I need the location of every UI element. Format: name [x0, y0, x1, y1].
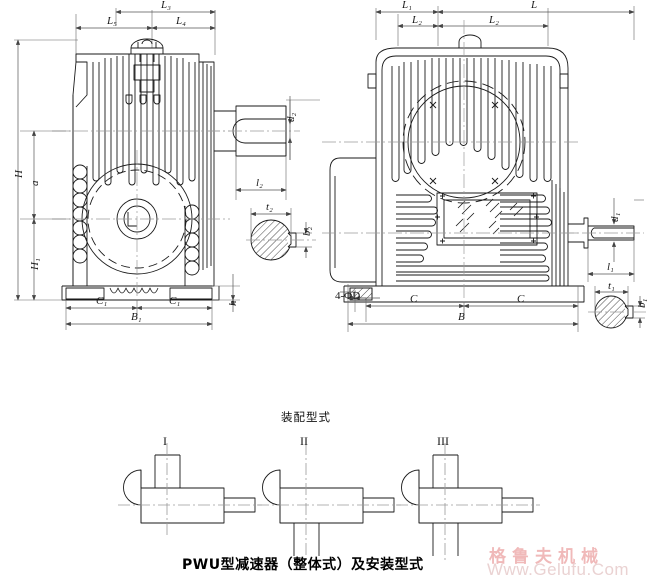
- dim-label-b2: b₂: [301, 226, 313, 236]
- dim-label-C-right: C: [517, 293, 525, 305]
- dim-label-C1-right: C₁: [169, 295, 181, 307]
- watermark-chinese-text: 格鲁夫机械: [489, 547, 604, 567]
- left-view-geometry: [14, 8, 320, 330]
- dim-label-t1: t₁: [608, 280, 615, 292]
- assembly-type-1-label: I: [163, 434, 167, 448]
- dim-label-L3: L₃: [161, 0, 171, 11]
- dim-label-d1: d₁: [609, 212, 621, 222]
- dim-label-d2: d₂: [285, 112, 297, 122]
- assembly-type-2-figure: [257, 443, 401, 560]
- assembly-type-1-figure: [118, 443, 262, 537]
- dim-label-l2: l₂: [256, 177, 263, 189]
- dim-label-t2: t₂: [266, 201, 273, 213]
- right-view-geometry: [322, 6, 647, 332]
- watermark-url-text: Www.Gelufu.Com: [487, 560, 630, 579]
- assembly-type-3-figure: [396, 443, 540, 560]
- dim-label-L5: L₅: [107, 15, 117, 27]
- dim-label-B: B: [458, 311, 465, 323]
- dim-label-L1: L₁: [402, 0, 412, 11]
- assembly-type-figures: [118, 443, 540, 560]
- bolt-hole-note: 4-ΦD: [335, 290, 361, 302]
- dim-label-B1: B₁: [131, 311, 142, 323]
- dim-label-h: h: [227, 300, 239, 307]
- assembly-type-2-label: II: [300, 434, 308, 448]
- dim-label-C-left: C: [410, 293, 418, 305]
- dim-label-L2-left: L₂: [412, 14, 422, 26]
- assembly-type-3-label: III: [437, 434, 449, 448]
- dim-label-L4: L₄: [176, 15, 186, 27]
- dim-label-l1: l₁: [607, 261, 614, 273]
- dim-label-H: H: [13, 170, 25, 178]
- dim-label-H1: H₁: [29, 258, 41, 270]
- assembly-types-heading: 装配型式: [281, 410, 331, 424]
- dim-label-L: L: [531, 0, 538, 11]
- dim-label-C1-left: C₁: [96, 295, 108, 307]
- figure-caption: PWU型减速器（整体式）及安装型式: [182, 557, 424, 573]
- dim-label-a: a: [29, 180, 41, 187]
- dim-label-L2-right: L₂: [489, 14, 499, 26]
- dim-label-b1: b₁: [636, 298, 647, 308]
